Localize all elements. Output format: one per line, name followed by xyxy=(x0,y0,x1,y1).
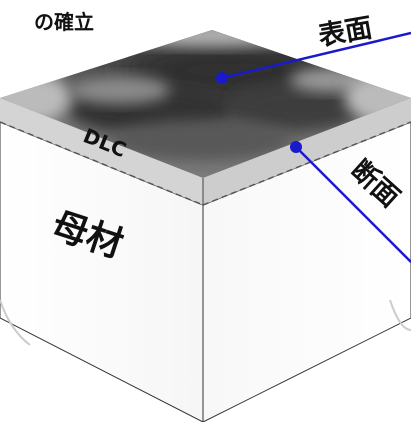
coating-layer-right xyxy=(203,98,411,205)
cross-section-pointer-dot xyxy=(290,141,302,153)
coating-dashed-edge-left xyxy=(0,121,204,206)
heading-text: の確立 xyxy=(34,10,94,34)
coating-dashed-edge-right xyxy=(202,121,411,206)
cube-right-face xyxy=(202,121,411,422)
coating-layer-left xyxy=(0,98,203,205)
surface-pointer-line xyxy=(221,31,411,80)
cube-outline-shadow xyxy=(0,299,411,346)
surface-pointer-dot xyxy=(216,72,228,84)
surface-label: 表面 xyxy=(316,12,375,52)
cross-section-pointer-line xyxy=(295,146,411,263)
